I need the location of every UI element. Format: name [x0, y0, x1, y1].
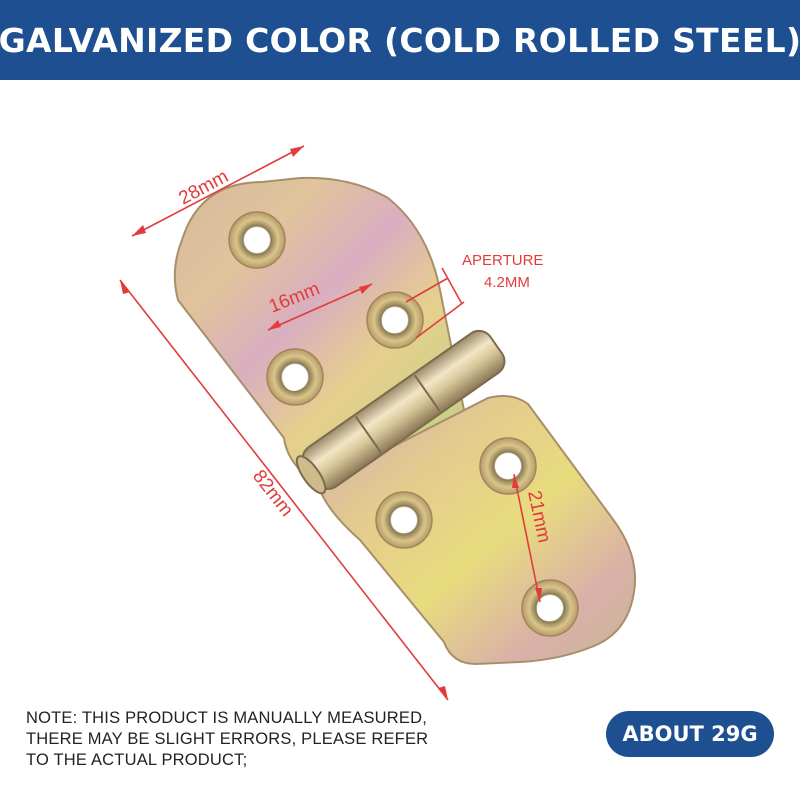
screw-hole — [266, 348, 324, 406]
dimension-hole-horizontal — [267, 283, 373, 331]
screw-hole — [228, 211, 286, 269]
dimension-width — [131, 145, 305, 237]
aperture-label: APERTURE — [462, 252, 543, 269]
screw-hole — [375, 491, 433, 549]
header-banner: GALVANIZED COLOR (COLD ROLLED STEEL) — [0, 0, 800, 80]
hinge-leaf-upper — [173, 176, 472, 472]
weight-badge: ABOUT 29G — [606, 711, 774, 757]
dimension-length — [119, 279, 449, 701]
dimension-hole-vertical — [512, 473, 542, 603]
screw-hole — [521, 579, 579, 637]
note-line: THERE MAY BE SLIGHT ERRORS, PLEASE REFER — [26, 730, 429, 748]
hinge-barrel — [295, 329, 506, 495]
note-line: NOTE: THIS PRODUCT IS MANUALLY MEASURED, — [26, 709, 428, 727]
measurement-note: NOTE: THIS PRODUCT IS MANUALLY MEASURED,… — [26, 708, 456, 771]
screw-hole — [479, 437, 537, 495]
weight-badge-label: ABOUT 29G — [622, 722, 758, 746]
screw-hole — [366, 291, 424, 349]
note-line: TO THE ACTUAL PRODUCT; — [26, 751, 248, 769]
aperture-value: 4.2MM — [484, 274, 530, 291]
dimension-aperture — [405, 267, 465, 339]
product-image: 28mm 82mm 16mm APERTURE 4.2MM 21mm — [119, 145, 637, 701]
page-title: GALVANIZED COLOR (COLD ROLLED STEEL) — [0, 20, 800, 60]
